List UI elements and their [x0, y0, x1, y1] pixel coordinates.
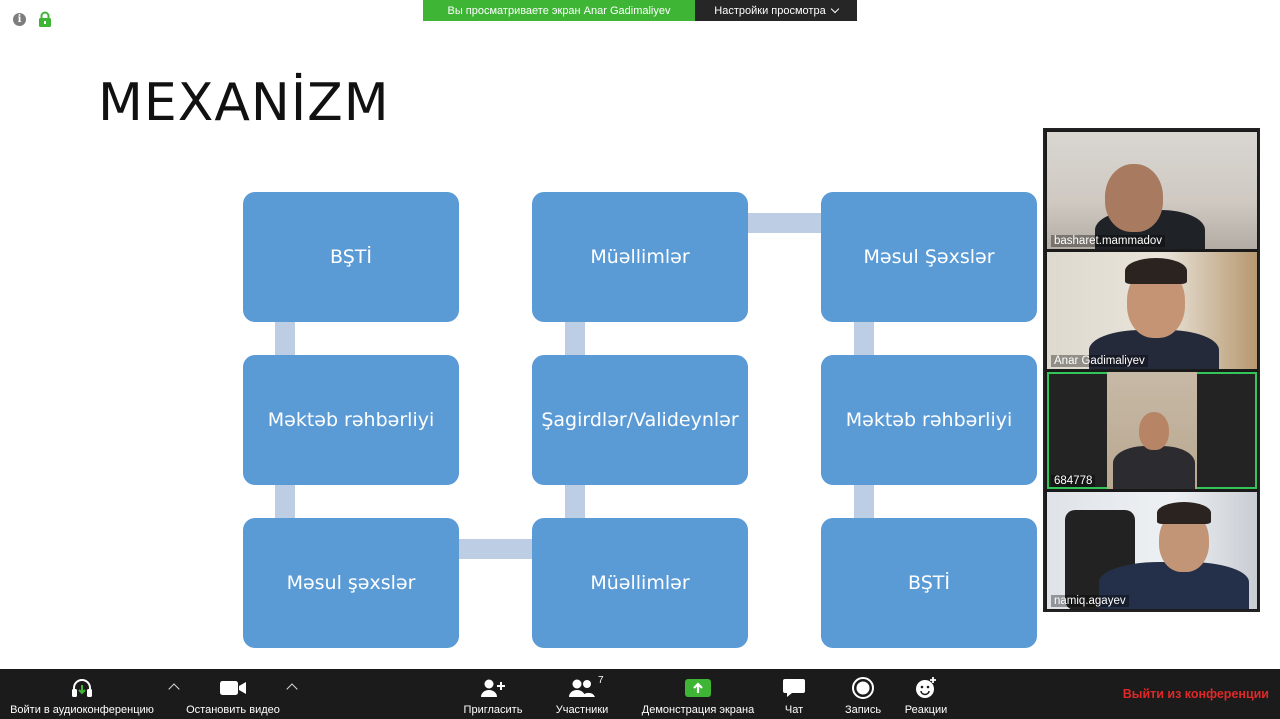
participants-label: Участники: [555, 704, 609, 716]
leave-meeting-button[interactable]: Выйти из конференции: [1122, 687, 1269, 701]
diagram-box-students-parents: Şagirdlər/Valideynlər: [532, 355, 748, 485]
chat-label: Чат: [784, 704, 804, 716]
share-screen-icon: [685, 679, 711, 697]
diagram-box-school-management: Məktəb rəhbərliyi: [821, 355, 1037, 485]
video-camera-icon: [220, 681, 246, 695]
meeting-toolbar: Войти в аудиоконференцию Остановить виде…: [0, 669, 1280, 719]
join-audio-label: Войти в аудиоконференцию: [10, 704, 154, 716]
chevron-down-icon: [830, 4, 839, 14]
participant-video-tile[interactable]: Anar Gadimaliyev: [1047, 252, 1257, 369]
diagram-box-responsible-persons: Məsul Şəxslər: [821, 192, 1037, 322]
invite-label: Пригласить: [463, 704, 523, 716]
meeting-status-icons: i: [13, 11, 52, 27]
slide-title: MEXANİZM: [98, 73, 390, 133]
connector: [275, 322, 295, 355]
participant-name: 684778: [1051, 475, 1096, 487]
connector: [275, 485, 295, 518]
diagram-box-responsible-persons: Məsul şəxslər: [243, 518, 459, 648]
participant-video-tile[interactable]: 684778: [1047, 372, 1257, 489]
share-screen-button[interactable]: Демонстрация экрана: [638, 669, 758, 719]
participant-video-tile[interactable]: namiq.agayev: [1047, 492, 1257, 609]
connector: [459, 539, 532, 559]
record-label: Запись: [844, 704, 882, 716]
participant-name: basharet.mammadov: [1051, 235, 1166, 247]
record-button[interactable]: Запись: [840, 669, 886, 719]
connector: [565, 322, 585, 355]
participant-video-tile[interactable]: basharet.mammadov: [1047, 132, 1257, 249]
diagram-box-school-management: Məktəb rəhbərliyi: [243, 355, 459, 485]
view-options-label: Настройки просмотра: [714, 4, 826, 17]
audio-options-caret[interactable]: [168, 683, 180, 695]
lock-icon[interactable]: [38, 11, 52, 27]
add-person-icon: [481, 679, 505, 697]
connector: [565, 485, 585, 518]
info-icon[interactable]: i: [13, 12, 26, 26]
participant-face: [1139, 412, 1169, 450]
participants-count: 7: [598, 675, 604, 686]
participant-hair: [1125, 258, 1187, 284]
diagram-box-bsti: BŞTİ: [821, 518, 1037, 648]
participant-figure: [1113, 446, 1195, 489]
diagram-box-teachers: Müəllimlər: [532, 192, 748, 322]
participant-hair: [1157, 502, 1211, 524]
headphones-icon: [72, 679, 92, 697]
screen-share-banner: Вы просматриваете экран Anar Gadimaliyev…: [423, 0, 857, 21]
view-options-button[interactable]: Настройки просмотра: [695, 0, 857, 21]
join-audio-button[interactable]: Войти в аудиоконференцию: [6, 669, 158, 719]
participant-name: namiq.agayev: [1051, 595, 1129, 607]
connector: [748, 213, 821, 233]
reactions-button[interactable]: Реакции: [900, 669, 952, 719]
viewing-status: Вы просматриваете экран Anar Gadimaliyev: [423, 0, 695, 21]
stop-video-button[interactable]: Остановить видео: [184, 669, 282, 719]
connector: [854, 322, 874, 355]
participant-name: Anar Gadimaliyev: [1051, 355, 1148, 367]
participants-button[interactable]: Участники: [550, 669, 614, 719]
stop-video-label: Остановить видео: [186, 704, 280, 716]
invite-button[interactable]: Пригласить: [460, 669, 526, 719]
reactions-label: Реакции: [904, 704, 948, 716]
reaction-icon: [916, 677, 936, 698]
connector: [854, 485, 874, 518]
diagram-box-teachers: Müəllimlər: [532, 518, 748, 648]
participants-icon: [569, 679, 595, 697]
video-options-caret[interactable]: [286, 683, 298, 695]
diagram-box-bsti: BŞTİ: [243, 192, 459, 322]
participant-video-panel[interactable]: basharet.mammadov Anar Gadimaliyev 68477…: [1043, 128, 1260, 612]
record-icon: [852, 677, 874, 699]
participant-face: [1105, 164, 1163, 232]
chat-icon: [783, 679, 805, 697]
share-screen-label: Демонстрация экрана: [641, 704, 755, 716]
chat-button[interactable]: Чат: [776, 669, 812, 719]
